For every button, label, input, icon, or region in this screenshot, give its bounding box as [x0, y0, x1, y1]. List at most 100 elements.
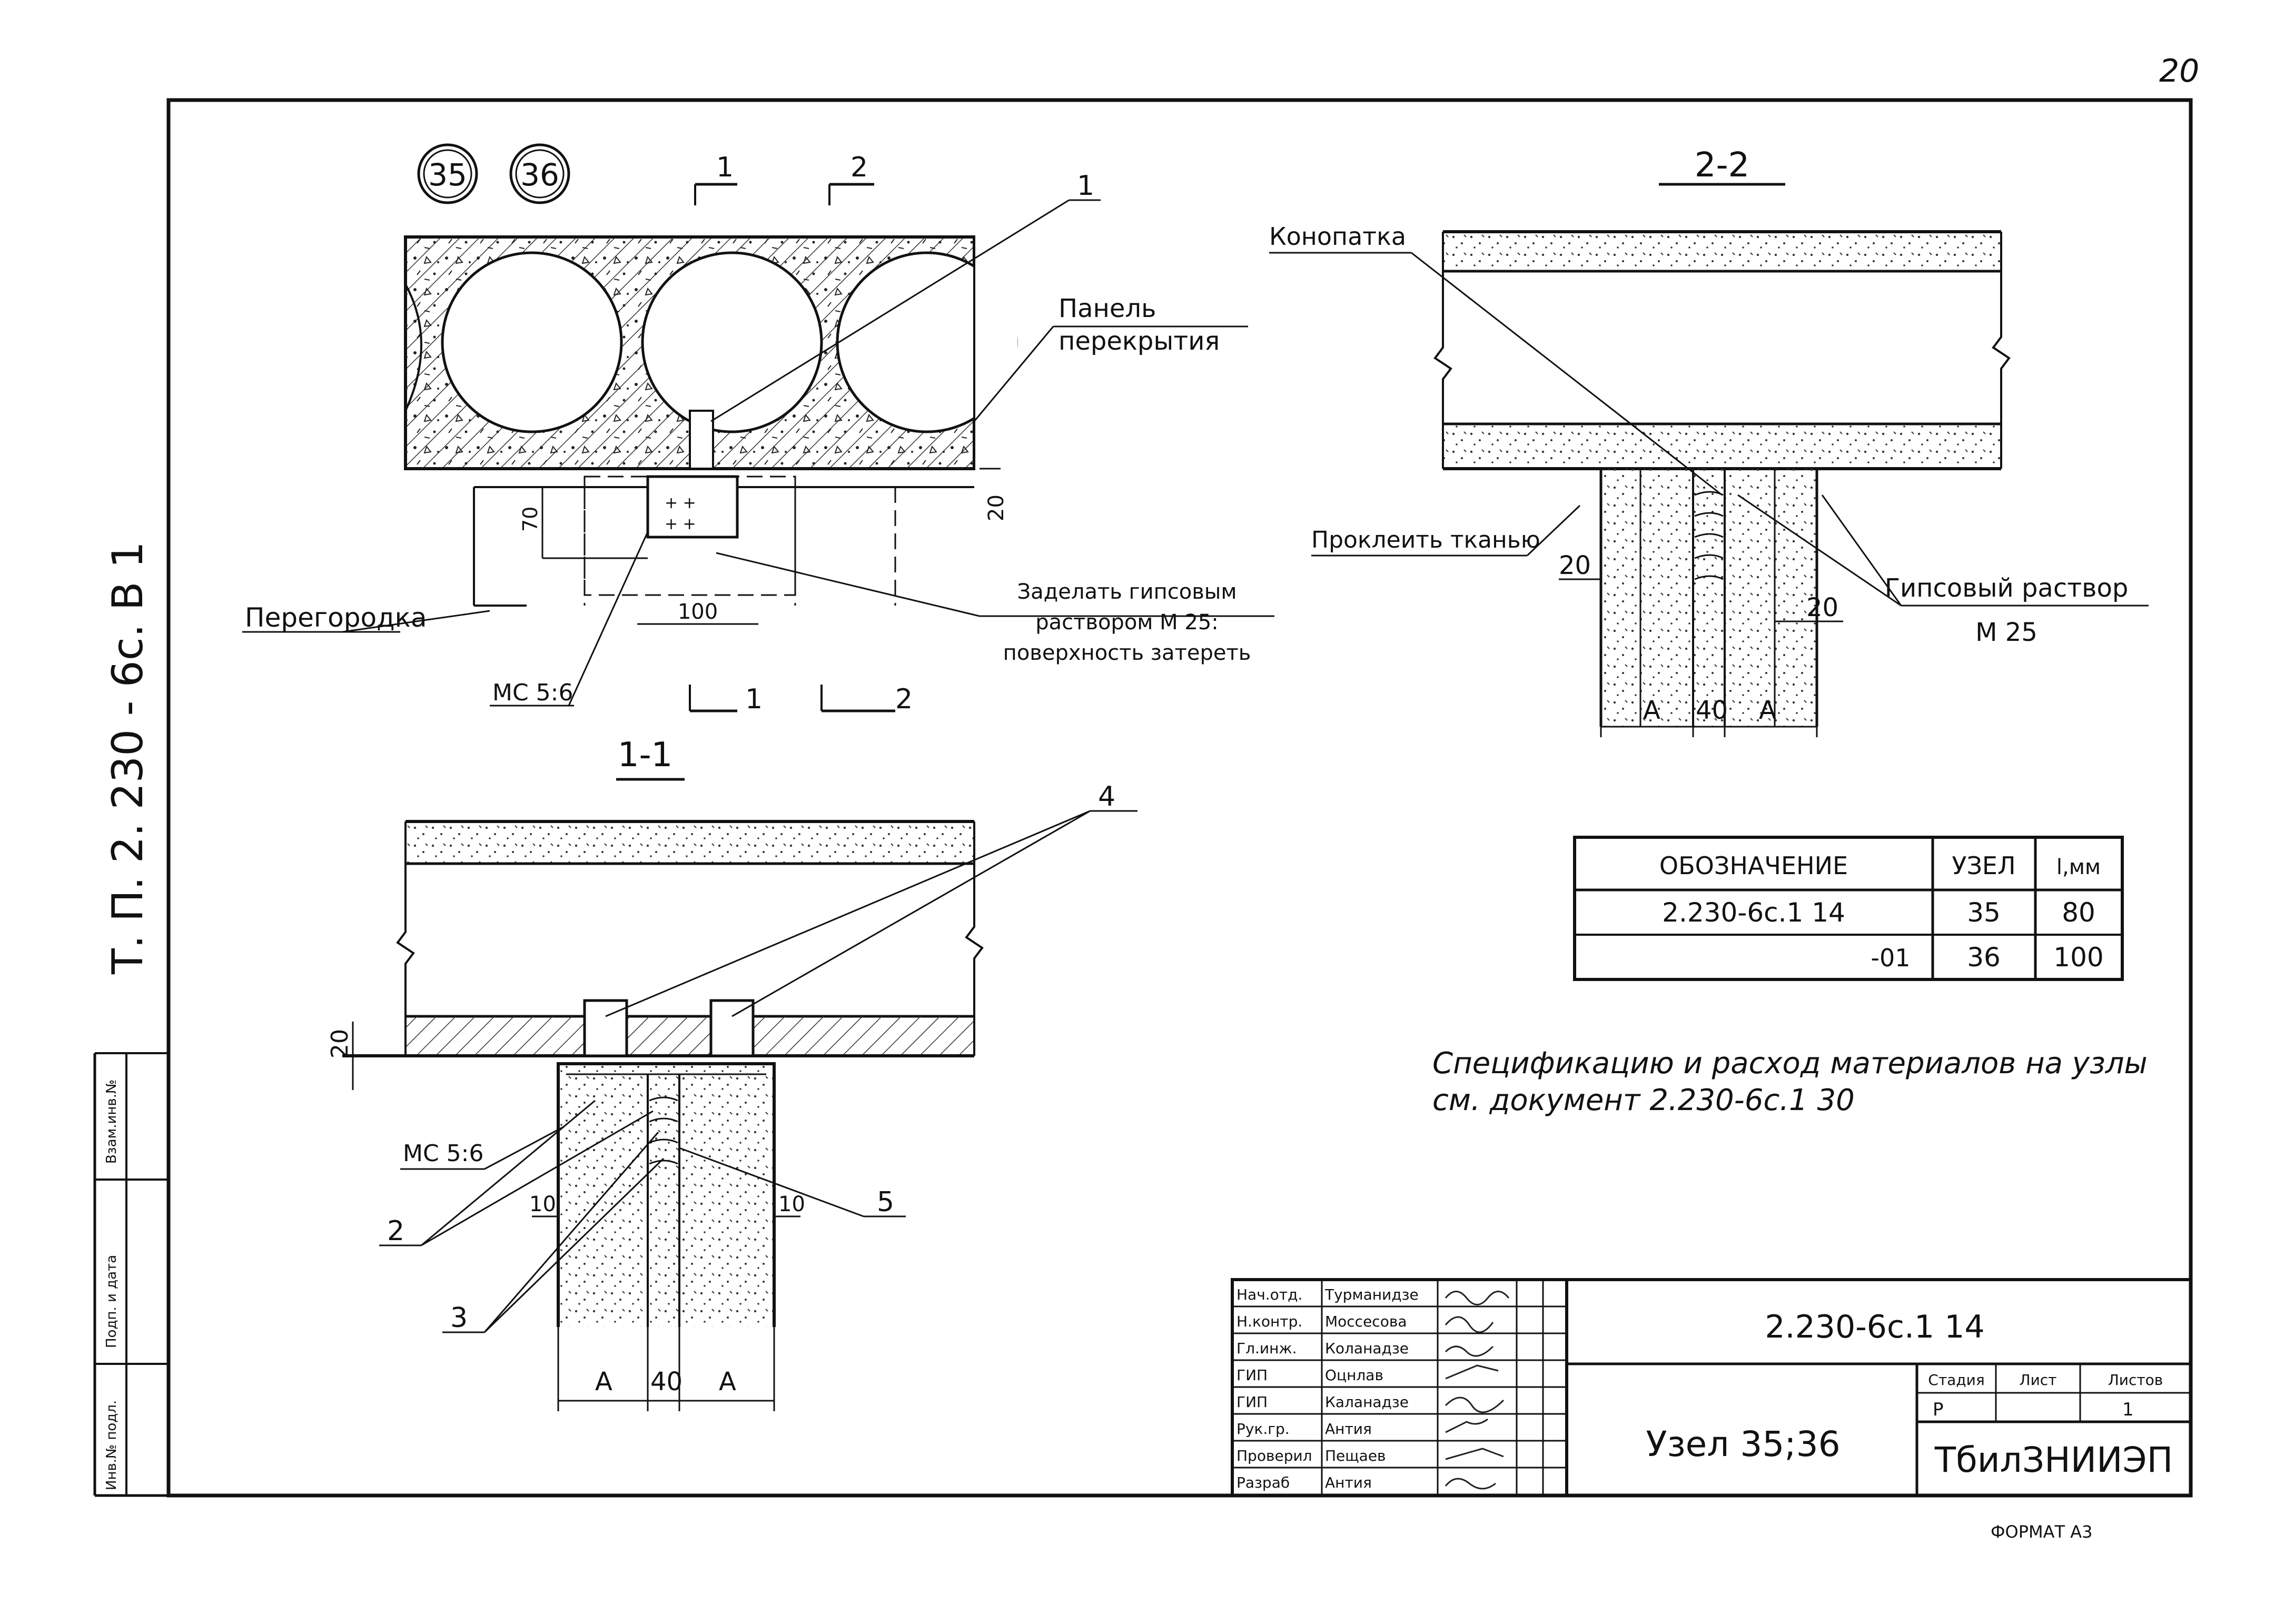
spec-r1-designation: 2.230-6с.1 14: [1662, 897, 1845, 928]
dim11-20: 20: [327, 1029, 353, 1058]
section-2-2: 2-2 А 40 А 20 20 Коно: [1269, 146, 2149, 737]
slab-left-void: [404, 284, 422, 411]
node-marker-36-label: 36: [520, 157, 559, 193]
spec-r1-length: 80: [2062, 897, 2095, 928]
tb-role-6: Рук.гр.: [1237, 1420, 1290, 1438]
tb-org: ТбилЗНИИЭП: [1934, 1440, 2173, 1480]
glue-label: Проклеить тканью: [1311, 527, 1540, 553]
plan-view: 35 36 1 2 20 + + + +: [242, 143, 1274, 715]
panel-label: Панель перекрытия: [1059, 294, 1220, 356]
callout2-leader-1: [421, 1100, 596, 1246]
fill11-waves: [649, 1096, 678, 1165]
tb-role-4: ГИП: [1237, 1366, 1268, 1384]
node-marker-36-inner: [515, 149, 565, 199]
callout5-leader: [679, 1147, 864, 1217]
partition-leader: [342, 610, 490, 633]
rod-b: [709, 999, 755, 1057]
node-marker-35-inner: [423, 149, 472, 199]
slab22-bottom-layer: [1443, 424, 2001, 469]
side-label: Т. П. 2. 230 - 6с. В 1: [103, 541, 152, 975]
tb-name-1: Турманидзе: [1324, 1286, 1419, 1303]
dim11-a2: А: [719, 1367, 736, 1397]
section-22-title: 2-2: [1695, 146, 1750, 185]
node-marker-35-label: 35: [428, 157, 467, 193]
spec-header-node: УЗЕЛ: [1952, 851, 2015, 880]
tb-stage: Р: [1933, 1399, 1944, 1420]
dim11-10a: 10: [529, 1192, 556, 1216]
tb-name-8: Антия: [1325, 1474, 1372, 1491]
callout3-leader-1: [483, 1132, 659, 1333]
tb-sheets-header: Листов: [2108, 1371, 2163, 1389]
tb-role-3: Гл.инж.: [1237, 1340, 1297, 1357]
dim22-a1: А: [1643, 696, 1660, 725]
dim22-40: 40: [1696, 696, 1728, 725]
dim70-label: 70: [519, 507, 542, 532]
tb-sheet-title: Узел 35;36: [1646, 1424, 1840, 1464]
callout4-label: 4: [1098, 781, 1115, 813]
seal-label: Заделать гипсовым раствором М 25: поверх…: [1003, 580, 1251, 665]
slab11-break-left: [396, 821, 415, 1056]
dim22-20a: 20: [1559, 551, 1591, 580]
dim20-label: 20: [984, 494, 1008, 521]
tb-name-3: Коланадзе: [1325, 1340, 1409, 1357]
callout5-label: 5: [877, 1186, 894, 1218]
section-1-1: 1-1 А 40 А 20 10 10: [327, 736, 1138, 1411]
tb-name-6: Антия: [1325, 1420, 1372, 1438]
tb-name-7: Пещаев: [1325, 1447, 1386, 1464]
mc-label: МС 5:6: [492, 679, 573, 706]
gypsum-label: Гипсовый раствор М 25: [1884, 573, 2129, 647]
dim11-a1: А: [595, 1367, 612, 1397]
format-label: ФОРМАТ А3: [1991, 1522, 2093, 1542]
callout2-label: 2: [387, 1215, 404, 1247]
slab22-topping: [1443, 232, 2001, 269]
partition-dashed-box: [583, 476, 796, 596]
tb-sheet-header: Лист: [2020, 1371, 2057, 1389]
caulk-label: Конопатка: [1269, 222, 1406, 251]
tb-role-5: ГИП: [1237, 1393, 1268, 1411]
tb-doc-code: 2.230-6с.1 14: [1765, 1309, 1984, 1345]
spec-r1-node: 35: [1967, 897, 2001, 928]
callout2-leader-2: [421, 1110, 654, 1246]
sheet-number: 20: [2159, 53, 2199, 90]
tb-sheets-count: 1: [2122, 1399, 2134, 1420]
gypsum-leader-2: [1821, 494, 1902, 606]
callout4-leader-2: [731, 810, 1091, 1017]
slab-void-1: [441, 251, 623, 433]
tb-name-5: Каланадзе: [1325, 1393, 1409, 1411]
dim11-40: 40: [650, 1367, 682, 1397]
caulk-leader: [1411, 252, 1723, 496]
tb-role-1: Нач.отд.: [1237, 1286, 1302, 1303]
partition-label: Перегородка: [245, 602, 427, 633]
signature-marks: [1445, 1291, 1510, 1490]
partition11-cap: [557, 1062, 776, 1327]
anchor-rod: [689, 410, 714, 470]
sheet-frame: [166, 98, 2193, 1498]
spec-header-length: l,мм: [2056, 855, 2101, 879]
spec-r2-length: 100: [2053, 942, 2103, 973]
callout3-leader-2: [483, 1157, 665, 1333]
title-block: Нач.отд. Турманидзе Н.контр. Моссесова Г…: [1231, 1278, 2192, 1497]
tb-name-2: Моссесова: [1325, 1313, 1407, 1330]
sec1-bot-label: 1: [745, 684, 763, 715]
tb-role-8: Разраб: [1237, 1474, 1290, 1491]
slab-edge-mask: [975, 232, 1017, 474]
spec-r2-node: 36: [1967, 942, 2001, 973]
mc-leader: [568, 531, 649, 706]
tb-role-2: Н.контр.: [1237, 1313, 1302, 1330]
callout1-leader: [710, 199, 1070, 422]
sec2-bot-label: 2: [895, 684, 913, 715]
callout3-label: 3: [450, 1302, 468, 1334]
slab22-break-right: [1992, 232, 2011, 469]
glue-leader: [1526, 504, 1581, 557]
node-marker-35: [417, 143, 478, 204]
section-11-title: 1-1: [618, 736, 673, 775]
dim11-10b: 10: [778, 1192, 805, 1216]
spec-table: ОБОЗНАЧЕНИЕ УЗЕЛ l,мм 2.230-6с.1 14 35 8…: [1573, 836, 2124, 981]
tb-stage-header: Стадия: [1928, 1371, 1984, 1389]
materials-note: Спецификацию и расход материалов на узлы…: [1432, 1046, 2148, 1117]
node-marker-36: [509, 143, 570, 204]
spec-table-border: [1573, 836, 2124, 981]
spec-header-designation: ОБОЗНАЧЕНИЕ: [1659, 851, 1848, 880]
partition22: [1601, 469, 1817, 727]
panel-leader: [973, 326, 1054, 422]
